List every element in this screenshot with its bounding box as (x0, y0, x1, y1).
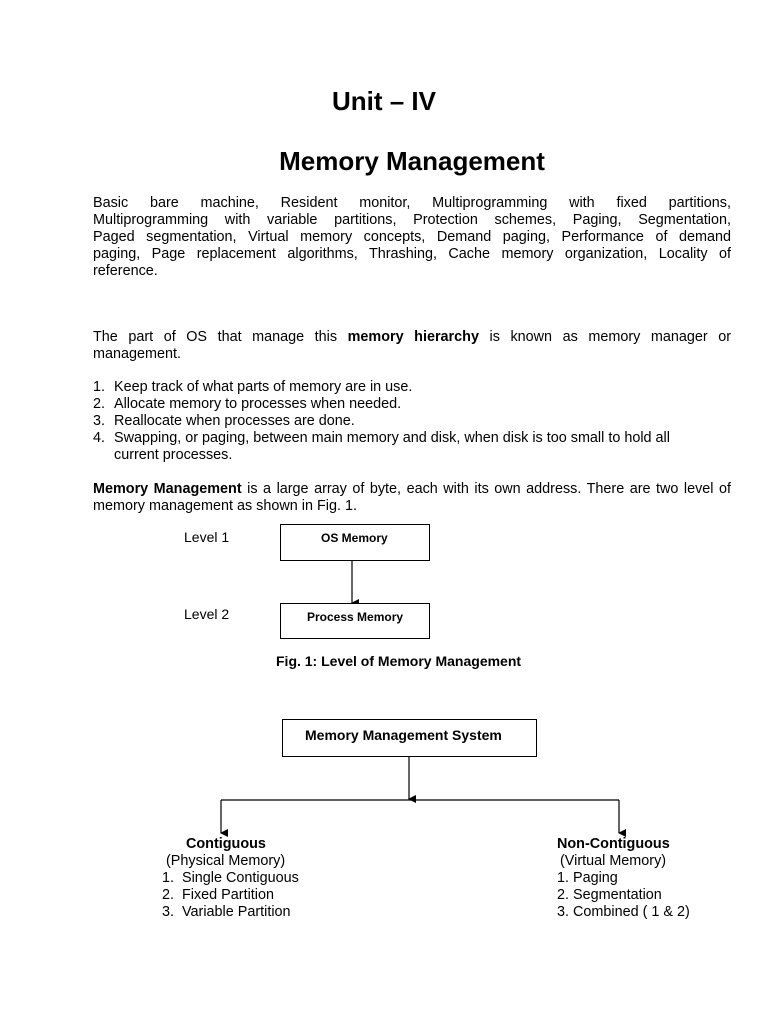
intro-text-after: is known as memory manager or management… (93, 329, 732, 362)
non-contiguous-column: Non-Contiguous (Virtual Memory) 1. Pagin… (557, 836, 747, 921)
os-memory-label: OS Memory (321, 531, 388, 545)
intro-text-before: The part of OS that manage this (93, 329, 348, 345)
list-item: 3. Variable Partition (162, 904, 291, 920)
os-memory-box: OS Memory (280, 524, 430, 561)
list-item: 1. Paging (557, 870, 618, 886)
intro-bold-term: memory hierarchy (347, 329, 479, 345)
contiguous-column: Contiguous (Physical Memory) 1. Single C… (162, 836, 362, 921)
list-item: 4. Swapping, or paging, between main memo… (93, 430, 674, 464)
level-1-label: Level 1 (184, 529, 230, 545)
level-2-label: Level 2 (184, 606, 230, 622)
memory-management-system-box: Memory Management System (282, 719, 537, 757)
list-item-text: Reallocate when processes are done. (114, 413, 355, 429)
list-item: 3. Reallocate when processes are done. (93, 413, 693, 430)
memory-manager-task-list: 1. Keep track of what parts of memory are… (93, 379, 693, 464)
process-memory-label: Process Memory (307, 610, 404, 624)
list-item: 3. Combined ( 1 & 2) (557, 904, 690, 920)
mm-bold-term: Memory Management (93, 481, 242, 497)
contiguous-heading: Contiguous (186, 836, 266, 852)
list-item: 1. Keep track of what parts of memory are… (93, 379, 693, 396)
syllabus-line-3: Paged segmentation, Virtual memory conce… (93, 229, 731, 245)
syllabus-line-2: Multiprogramming with variable partition… (93, 212, 731, 228)
syllabus-line-5: reference. (93, 263, 158, 279)
contiguous-subheading: (Physical Memory) (166, 853, 286, 869)
memory-management-paragraph: Memory Management is a large array of by… (93, 481, 731, 515)
list-item-text: Keep track of what parts of memory are i… (114, 379, 413, 395)
list-item-number: 3. (93, 413, 106, 429)
list-item-number: 4. (93, 430, 106, 446)
non-contiguous-subheading: (Virtual Memory) (560, 853, 667, 869)
list-item-text: Swapping, or paging, between main memory… (114, 430, 670, 463)
syllabus-line-4: paging, Page replacement algorithms, Thr… (93, 246, 731, 262)
list-item-number: 2. (93, 396, 106, 412)
chapter-title: Memory Management (279, 146, 545, 176)
fig1-caption: Fig. 1: Level of Memory Management (276, 653, 522, 669)
syllabus-line-1: Basic bare machine, Resident monitor, Mu… (93, 195, 731, 211)
memory-management-system-label: Memory Management System (305, 727, 502, 743)
mm-text-after: is a large array of byte, each with its … (93, 481, 732, 514)
syllabus-paragraph: Basic bare machine, Resident monitor, Mu… (93, 195, 731, 280)
list-item: 2. Segmentation (557, 887, 662, 903)
non-contiguous-heading: Non-Contiguous (557, 836, 670, 852)
process-memory-box: Process Memory (280, 603, 430, 639)
list-item: 2. Fixed Partition (162, 887, 274, 903)
list-item-number: 1. (93, 379, 106, 395)
list-item: 1. Single Contiguous (162, 870, 299, 886)
list-item-text: Allocate memory to processes when needed… (114, 396, 402, 412)
list-item: 2. Allocate memory to processes when need… (93, 396, 693, 413)
unit-title: Unit – IV (331, 86, 436, 116)
intro-paragraph: The part of OS that manage this memory h… (93, 329, 731, 363)
